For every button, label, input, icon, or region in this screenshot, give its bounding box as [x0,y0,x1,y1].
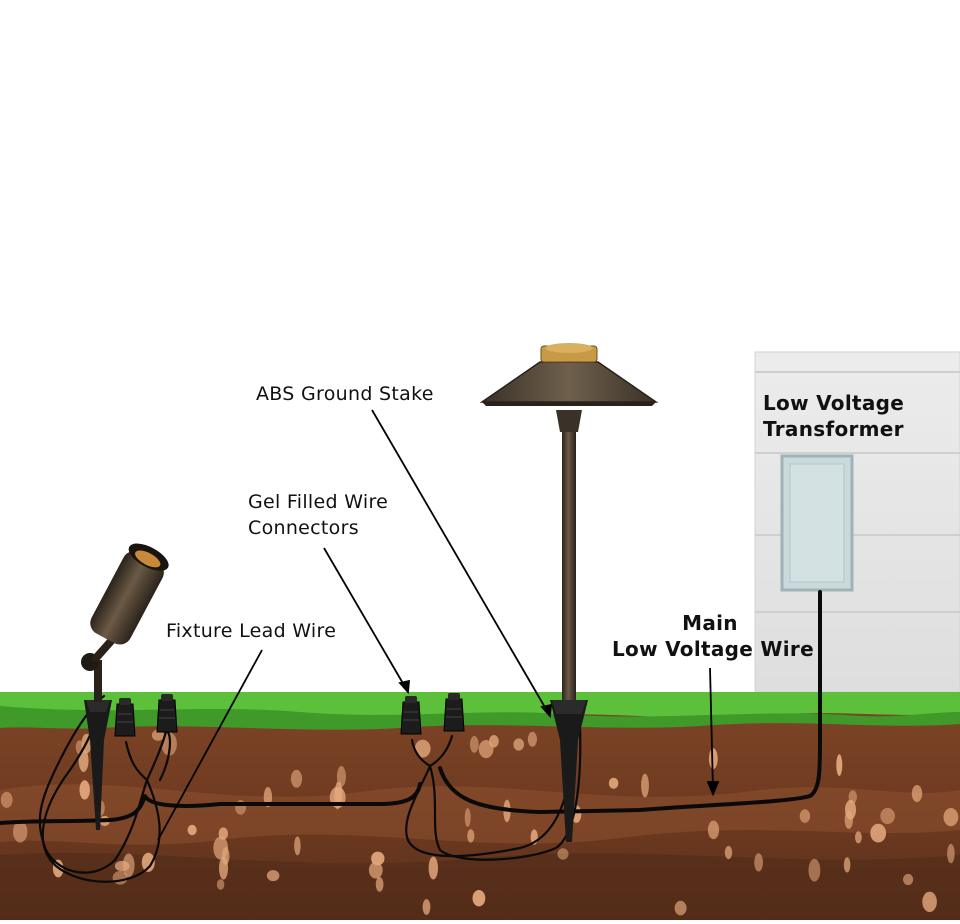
gel-filled-wire-connectors [114,693,465,737]
soil-pebble [472,890,486,907]
soil-pebble [641,773,649,798]
soil-pebble [947,843,955,864]
soil-pebble [708,748,718,770]
soil-pebble [414,739,431,758]
soil-pebble [903,873,914,886]
soil-pebble [219,856,228,880]
soil-pebble [513,738,524,751]
soil-pebble [527,731,538,747]
path-light-fixture [479,343,659,842]
main-low-voltage-wire [0,590,822,825]
soil-pebble [724,845,733,860]
soil-pebble [911,785,923,802]
soil-pebble [843,857,851,873]
soil-pebble [464,808,471,827]
soil-pebble [754,853,763,872]
transformer-box [780,454,854,592]
leader-main-wire [709,667,714,791]
label-transformer-line2: Transformer [763,417,904,441]
label-gel-connectors: Gel Filled Wire Connectors [248,489,388,541]
soil-pebble [290,769,303,788]
soil-pebble [428,856,438,880]
soil-pebble [122,853,135,878]
leader-lines [157,409,720,841]
soil-pebble [707,820,720,840]
soil-pebble [855,831,862,844]
leader-abs-ground-stake [371,409,551,717]
soil-pebbles [0,729,959,916]
soil-pebble [943,808,959,827]
soil-pebble [467,829,475,843]
soil-pebble [266,870,280,882]
soil-pebble [674,900,687,916]
soil-pebble [216,879,225,890]
label-fixture-lead-wire: Fixture Lead Wire [166,620,337,642]
soil [0,700,960,920]
soil-pebble [608,777,619,789]
soil-pebble [79,780,90,800]
soil-pebble [368,861,383,879]
label-gel-connectors-line2: Connectors [248,517,359,539]
spotlight-fixture [81,543,169,830]
soil-pebble [836,754,843,776]
leader-gel-connectors [323,547,409,693]
soil-pebble [808,858,821,882]
soil-pebble [557,848,569,860]
grass [0,692,960,730]
label-abs-ground-stake: ABS Ground Stake [256,383,434,405]
soil-pebble [870,823,887,843]
leader-fixture-lead-wire [157,649,263,841]
label-main-wire-line2: Low Voltage Wire [612,637,814,661]
soil-pebble [880,807,895,825]
soil-pebble [799,809,811,823]
label-transformer: Low Voltage Transformer [763,390,904,442]
fixture-lead-wires-left [38,694,171,883]
soil-pebble [0,791,13,808]
soil-pebble [845,799,856,820]
soil-pebble [469,736,479,753]
label-main-wire: Main Low Voltage Wire [612,610,814,662]
soil-pebble [489,735,499,748]
soil-pebble [922,891,937,912]
soil-pebble [187,824,197,836]
label-gel-connectors-line1: Gel Filled Wire [248,491,389,513]
label-main-wire-line1: Main [682,611,738,635]
soil-pebble [375,877,384,892]
soil-pebble [848,790,857,804]
label-transformer-line1: Low Voltage [763,391,905,415]
soil-pebble [422,899,431,915]
soil-pebble [294,836,301,856]
soil-pebble [141,852,155,872]
soil-pebble [13,820,28,843]
soil-pebble [213,836,229,860]
